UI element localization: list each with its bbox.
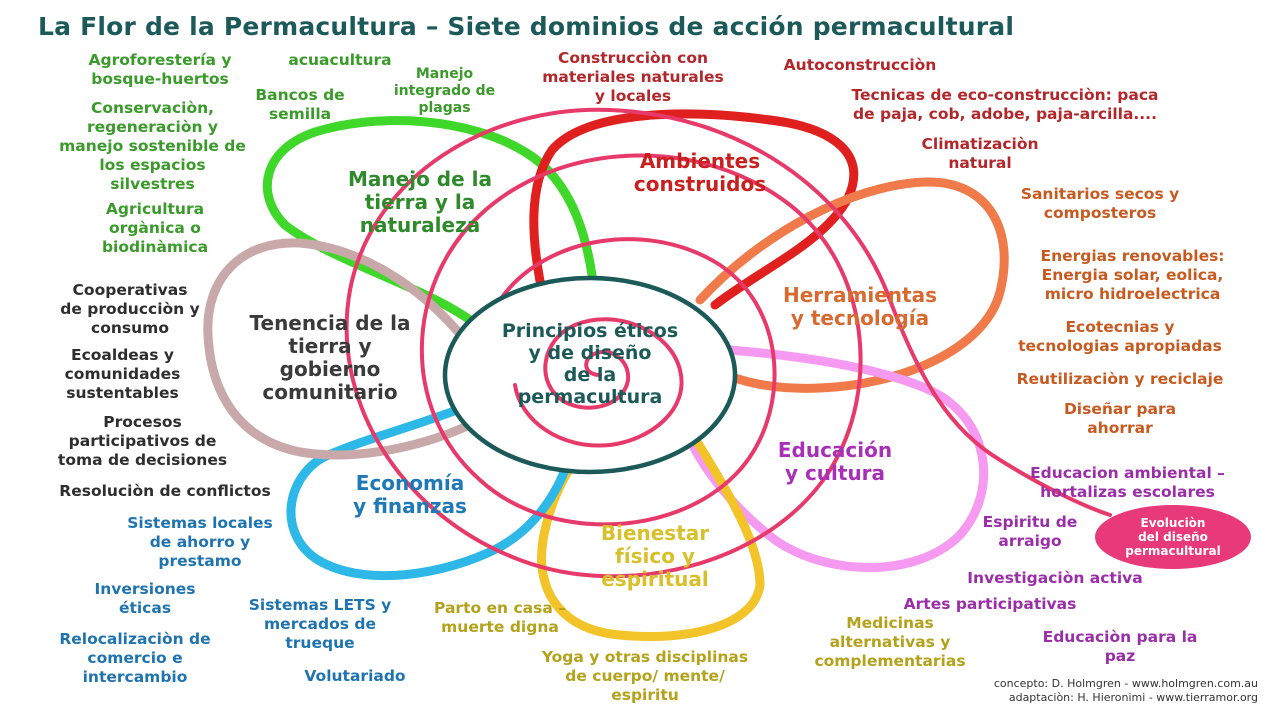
item-education-3: Artes participativas [903,595,1077,613]
domain-tenure: Tenencia de la tierra y gobierno comunit… [249,311,411,404]
petal-economy [286,400,570,581]
item-health-2: Yoga y otras disciplinas de cuerpo/ ment… [541,648,749,704]
item-built-0: Construcciòn con materiales naturales y … [542,49,724,105]
item-land-1: acuacultura [288,51,392,69]
page-title: La Flor de la Permacultura – Siete domin… [38,12,1015,41]
petal-tenure [203,238,485,460]
item-education-0: Educacion ambiental – hortalizas escolar… [1030,464,1225,501]
item-tenure-2: Procesos participativos de toma de decis… [57,413,228,469]
item-tenure-0: Cooperativas de producciòn y consumo [60,281,200,337]
item-economy-2: Sistemas LETS y mercados de trueque [248,596,392,652]
evolution-badge: Evoluciòn del diseño permacultural [1095,505,1251,569]
center-principles: Principios éticos y de diseño de la perm… [501,320,679,408]
item-health-0: Parto en casa – muerte digna [434,599,566,636]
item-economy-4: Volutariado [304,667,406,685]
item-land-0: Agroforestería y bosque-huertos [88,51,232,88]
item-tools-3: Reutilizaciòn y reciclaje [1016,370,1224,388]
item-built-2: Tecnicas de eco-construcciòn: paca de pa… [851,86,1159,123]
item-education-4: Educaciòn para la paz [1042,628,1198,665]
item-tenure-1: Ecoaldeas y comunidades sustentables [64,346,181,402]
item-tools-0: Sanitarios secos y composteros [1020,185,1180,222]
item-land-3: Bancos de semilla [255,86,345,123]
item-economy-0: Sistemas locales de ahorro y prestamo [127,514,273,570]
item-education-2: Investigaciòn activa [967,569,1143,587]
item-economy-1: Inversiones éticas [94,580,196,617]
domain-health: Bienestar físico y espiritual [600,521,710,591]
domain-tools: Herramientas y tecnología [783,283,937,330]
item-health-1: Medicinas alternativas y complementarias [814,614,966,670]
petal-health [537,425,765,642]
credits: concepto: D. Holmgren - www.holmgren.com… [993,677,1258,704]
center-spiral [513,317,684,448]
item-land-5: Agricultura orgànica o biodinàmica [101,200,209,256]
domain-education: Educación y cultura [777,438,893,485]
domain-built: Ambientes construidos [633,149,767,196]
petal-built [529,109,859,310]
petal-tools [695,177,1009,393]
item-tenure-3: Resoluciòn de conflictos [59,482,271,500]
item-land-4: Conservaciòn, regeneraciòn y manejo sost… [59,99,246,193]
domain-land: Manejo de la tierra y la naturaleza [348,167,492,237]
item-education-1: Espiritu de arraigo [982,513,1078,550]
item-tools-1: Energias renovables: Energia solar, eoli… [1040,247,1225,303]
item-economy-3: Relocalizaciòn de comercio e intercambio [59,630,211,686]
item-land-2: Manejo integrado de plagas [393,66,496,116]
item-tools-2: Ecotecnias y tecnologias apropiadas [1018,318,1222,355]
item-built-1: Autoconstrucciòn [783,56,937,74]
item-built-3: Climatizaciòn natural [921,135,1039,172]
petal-land [262,116,600,325]
domain-economy: Economía y finanzas [353,471,467,518]
item-tools-4: Diseñar para ahorrar [1063,400,1177,437]
